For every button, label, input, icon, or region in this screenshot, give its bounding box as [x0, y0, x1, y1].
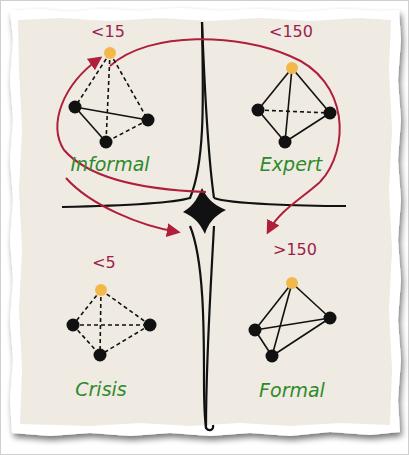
group-size-label: <150	[269, 23, 313, 41]
central-knot	[183, 188, 226, 234]
network-type-label: Crisis	[75, 379, 126, 400]
group-size-label: <15	[91, 23, 125, 41]
expert-network	[252, 62, 337, 149]
crisis-network	[67, 284, 157, 362]
cycle-arrow	[57, 39, 339, 232]
group-size-label: <5	[92, 254, 116, 272]
network-type-label: Expert	[260, 154, 322, 175]
group-size-label: >150	[273, 241, 317, 259]
central-cross	[62, 22, 346, 430]
informal-network	[69, 47, 155, 149]
network-type-label: Formal	[259, 380, 325, 401]
torn-paper	[10, 8, 401, 436]
formal-network	[249, 277, 337, 363]
network-type-label: Informal	[70, 154, 149, 175]
